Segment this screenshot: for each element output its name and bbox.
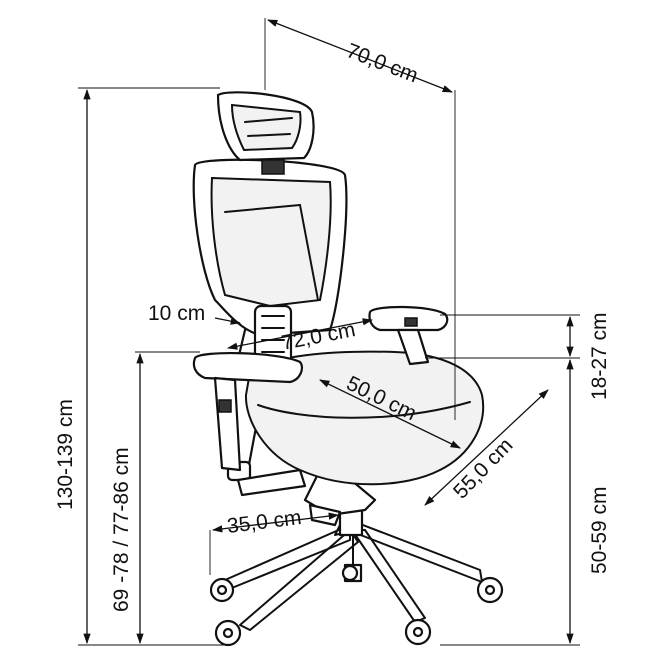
total-height-label: 130-139 cm	[54, 399, 77, 510]
depth-arrow	[424, 389, 549, 506]
width-arrow	[267, 19, 453, 93]
chair-illustration	[192, 91, 504, 647]
armrest-height-label: 69 -78 / 77-86 cm	[110, 447, 133, 612]
width-label: 70,0 cm	[343, 39, 421, 87]
armrest-spacing-arrow	[226, 318, 374, 350]
dimension-labels: 70,0 cm 130-139 cm 69 -78 / 77-86 cm 10 …	[54, 39, 611, 612]
armrest-above-seat-label: 18-27 cm	[588, 312, 611, 400]
base-radius-arrow	[211, 512, 340, 533]
armrest-width-label: 10 cm	[148, 302, 205, 325]
dimension-lines	[78, 18, 580, 646]
base-radius-label: 35,0 cm	[226, 506, 303, 538]
seat-height-label: 50-59 cm	[588, 486, 611, 574]
chair-casters	[209, 564, 504, 647]
